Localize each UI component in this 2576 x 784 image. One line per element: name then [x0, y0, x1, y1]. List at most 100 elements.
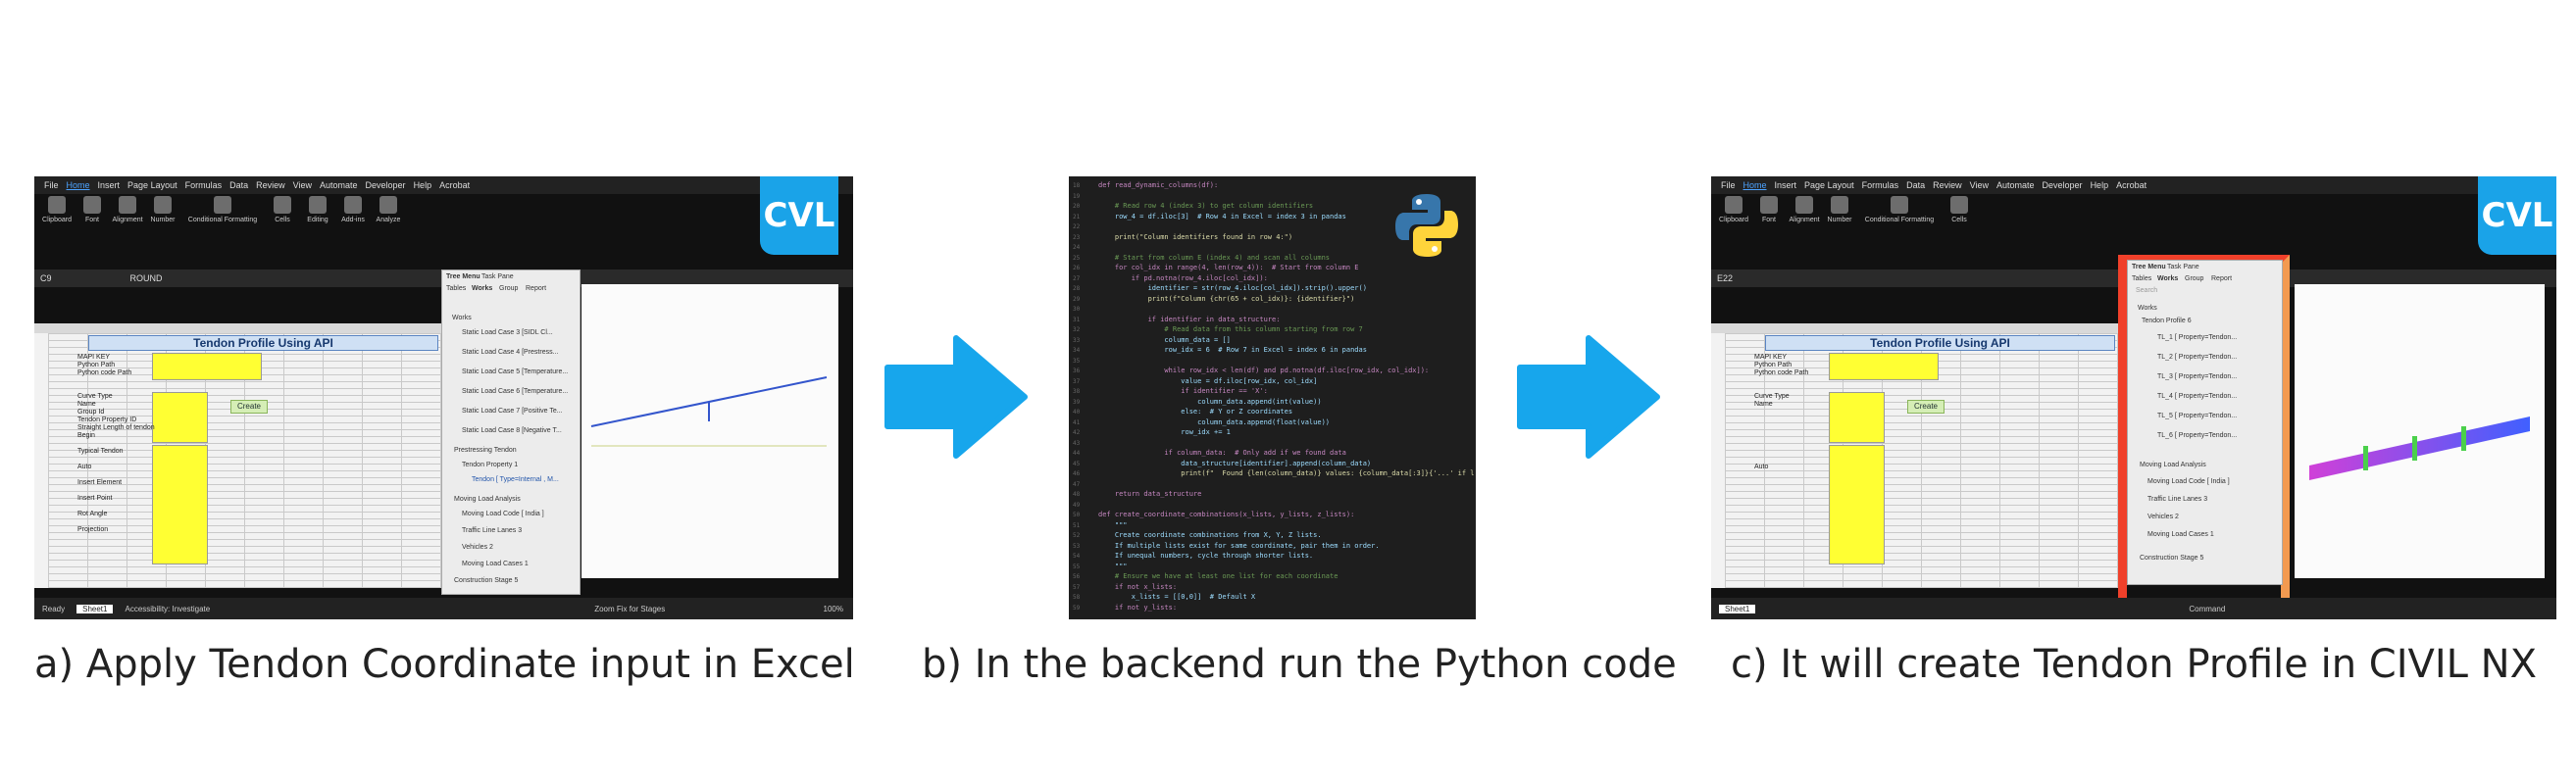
tree-item[interactable]: Prestressing Tendon — [454, 447, 517, 454]
create-button[interactable]: Create — [1907, 400, 1945, 414]
tree-item[interactable]: Traffic Line Lanes 3 — [2147, 496, 2208, 503]
tool-font[interactable]: Font — [77, 196, 107, 245]
menu-home[interactable]: Home — [1743, 180, 1767, 190]
tool-cells[interactable]: Cells — [1945, 196, 1974, 245]
tree-item[interactable]: Static Load Case 4 [Prestress... — [462, 349, 559, 356]
menu-insert[interactable]: Insert — [1774, 180, 1797, 190]
tab-tree-menu[interactable]: Tree Menu — [2132, 264, 2166, 270]
create-button[interactable]: Create — [230, 400, 268, 414]
menu-review[interactable]: Review — [1933, 180, 1962, 190]
menu-acrobat[interactable]: Acrobat — [2116, 180, 2147, 190]
tree-item[interactable]: Construction Stage 5 — [2140, 555, 2204, 562]
tool-conditional-formatting[interactable]: Conditional Formatting — [1860, 196, 1939, 245]
tool-cells[interactable]: Cells — [268, 196, 297, 245]
tool-clipboard[interactable]: Clipboard — [1719, 196, 1748, 245]
tab-task-pane[interactable]: Task Pane — [481, 273, 514, 280]
tool-conditional-formatting[interactable]: Conditional Formatting — [183, 196, 262, 245]
menu-review[interactable]: Review — [256, 180, 285, 190]
tab-report[interactable]: Report — [2211, 275, 2233, 282]
tool-font[interactable]: Font — [1754, 196, 1784, 245]
menu-developer[interactable]: Developer — [365, 180, 406, 190]
tree-item[interactable]: Moving Load Code [ India ] — [462, 511, 544, 517]
tree-search-input[interactable]: Search — [2136, 287, 2158, 294]
tree-item[interactable]: Tendon Profile 6 — [2142, 318, 2192, 324]
tree-item[interactable]: TL_6 [ Property=Tendon... — [2157, 432, 2238, 439]
tab-tables[interactable]: Tables — [2132, 275, 2152, 282]
tree-works[interactable]: Works — [452, 315, 472, 321]
tree-item[interactable]: Static Load Case 8 [Negative T... — [462, 427, 562, 434]
menu-insert[interactable]: Insert — [97, 180, 121, 190]
path-cells[interactable] — [1829, 353, 1939, 380]
tree-item[interactable]: Static Load Case 3 [SIDL Cl... — [462, 329, 553, 336]
tendon-input-cells[interactable] — [152, 392, 208, 443]
menu-help[interactable]: Help — [2090, 180, 2109, 190]
tool-add-ins[interactable]: Add-ins — [338, 196, 368, 245]
menu-home[interactable]: Home — [66, 180, 90, 190]
menu-view[interactable]: View — [292, 180, 312, 190]
tab-task-pane[interactable]: Task Pane — [2167, 264, 2199, 270]
sheet-tab[interactable]: Sheet1 — [1719, 604, 1756, 613]
tree-item[interactable]: Static Load Case 6 [Temperature... — [462, 388, 569, 395]
menu-file[interactable]: File — [1721, 180, 1736, 190]
spreadsheet-grid[interactable]: Tendon Profile Using API MAPI KEY Python… — [34, 323, 441, 588]
tree-item[interactable]: Moving Load Cases 1 — [2147, 531, 2214, 538]
tool-alignment[interactable]: Alignment — [1789, 196, 1820, 245]
tree-works[interactable]: Works — [2138, 305, 2157, 312]
tab-tree-menu[interactable]: Tree Menu — [446, 273, 480, 280]
tree-item[interactable]: TL_2 [ Property=Tendon... — [2157, 354, 2238, 361]
tree-item[interactable]: Construction Stage 5 — [454, 577, 519, 584]
tree-item[interactable]: Tendon Property 1 — [462, 462, 519, 468]
tab-group[interactable]: Group — [499, 285, 519, 292]
tree-item[interactable]: Vehicles 2 — [462, 544, 493, 551]
menu-file[interactable]: File — [44, 180, 59, 190]
zoom-fix-stages[interactable]: Zoom Fix for Stages — [594, 604, 666, 613]
tendon-input-cells[interactable] — [1829, 392, 1885, 443]
tool-number[interactable]: Number — [1825, 196, 1854, 245]
spreadsheet-grid[interactable]: Tendon Profile Using API MAPI KEY Python… — [1711, 323, 2123, 588]
menu-help[interactable]: Help — [413, 180, 432, 190]
tendon-option-cells[interactable] — [152, 445, 208, 564]
menu-developer[interactable]: Developer — [2042, 180, 2083, 190]
path-cells[interactable] — [152, 353, 262, 380]
tab-works[interactable]: Works — [2157, 275, 2179, 282]
tree-item[interactable]: Traffic Line Lanes 3 — [462, 527, 523, 534]
menu-formulas[interactable]: Formulas — [1861, 180, 1899, 190]
tool-analyze[interactable]: Analyze — [374, 196, 403, 245]
menu-view[interactable]: View — [1969, 180, 1989, 190]
tree-item[interactable]: Moving Load Code [ India ] — [2147, 478, 2230, 485]
menu-page-layout[interactable]: Page Layout — [1804, 180, 1854, 190]
menu-data[interactable]: Data — [1906, 180, 1926, 190]
menu-data[interactable]: Data — [229, 180, 249, 190]
tendon-option-cells[interactable] — [1829, 445, 1885, 564]
tab-group[interactable]: Group — [2185, 275, 2204, 282]
tab-works[interactable]: Works — [472, 285, 493, 292]
tree-item[interactable]: TL_1 [ Property=Tendon... — [2157, 334, 2238, 341]
tree-item[interactable]: Static Load Case 7 [Positive Te... — [462, 408, 563, 415]
sheet-tab[interactable]: Sheet1 — [76, 604, 114, 613]
menu-automate[interactable]: Automate — [320, 180, 358, 190]
tree-item[interactable]: Moving Load Cases 1 — [462, 561, 529, 567]
tree-item[interactable]: Vehicles 2 — [2147, 514, 2179, 520]
tree-item[interactable]: Moving Load Analysis — [454, 496, 521, 503]
menu-automate[interactable]: Automate — [1996, 180, 2035, 190]
tool-editing[interactable]: Editing — [303, 196, 332, 245]
name-box[interactable]: E22 — [1717, 273, 1734, 283]
menu-page-layout[interactable]: Page Layout — [127, 180, 177, 190]
tree-item[interactable]: TL_3 [ Property=Tendon... — [2157, 373, 2238, 380]
tree-item[interactable]: Moving Load Analysis — [2140, 462, 2206, 468]
tab-report[interactable]: Report — [526, 285, 547, 292]
tab-tables[interactable]: Tables — [446, 285, 467, 292]
tool-clipboard[interactable]: Clipboard — [42, 196, 72, 245]
name-box[interactable]: C9 — [40, 273, 52, 283]
tree-item[interactable]: TL_5 [ Property=Tendon... — [2157, 413, 2238, 419]
tree-item[interactable]: TL_4 [ Property=Tendon... — [2157, 393, 2238, 400]
menu-acrobat[interactable]: Acrobat — [439, 180, 471, 190]
tree-item[interactable]: Tendon [ Type=Internal , M... — [472, 476, 559, 483]
tool-alignment[interactable]: Alignment — [112, 196, 143, 245]
formula-input[interactable]: ROUND — [129, 273, 163, 283]
menu-formulas[interactable]: Formulas — [184, 180, 223, 190]
tool-number[interactable]: Number — [148, 196, 177, 245]
model-viewport[interactable] — [581, 284, 838, 578]
model-viewport[interactable] — [2295, 284, 2545, 578]
